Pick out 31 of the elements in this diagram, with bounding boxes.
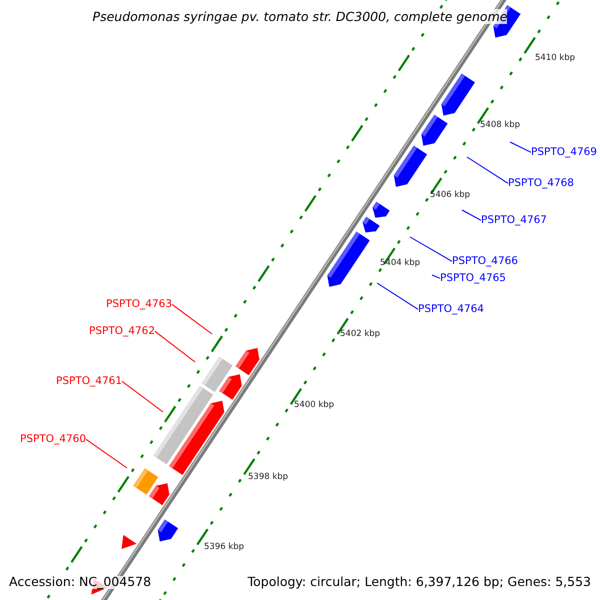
gene-label: PSPTO_4763 <box>106 299 172 310</box>
gene-label: PSPTO_4769 <box>531 147 597 158</box>
gene-label: PSPTO_4767 <box>481 215 547 226</box>
scale-label: 5406 kbp <box>430 191 470 200</box>
scale-label: 5402 kbp <box>340 330 380 338</box>
scale-label: 5404 kbp <box>380 259 420 268</box>
footer-text: Accession: NC_004578 <box>9 576 152 588</box>
footer-text: Topology: circular; Length: 6,397,126 bp; Genes: 5,553 <box>248 576 591 588</box>
gene-label: PSPTO_4762 <box>89 326 155 336</box>
scale-label: 5410 kbp <box>535 54 576 62</box>
diagram-title: Pseudomonas syringae pv. tomato str. DC3000, complete genome <box>92 9 508 24</box>
leader-line <box>432 274 440 279</box>
gene-label: PSPTO_4768 <box>508 178 574 188</box>
leader-line <box>466 156 508 184</box>
scale-label: 5398 kbp <box>248 473 288 482</box>
gene-label: PSPTO_4765 <box>440 273 506 284</box>
leader-line <box>462 210 482 221</box>
scale-label: 5400 kbp <box>294 401 334 410</box>
leader-line <box>154 330 196 362</box>
gene-label: PSPTO_4764 <box>418 304 484 314</box>
gene-label: PSPTO_4766 <box>452 256 518 266</box>
leader-line <box>122 380 164 412</box>
scale-label: 5408 kbp <box>480 121 520 130</box>
leader-line <box>376 282 418 310</box>
leader-line <box>410 236 452 262</box>
scale-label: 5396 kbp <box>204 543 244 552</box>
gene-label: PSPTO_4760 <box>20 434 86 444</box>
leader-line <box>86 438 128 468</box>
gene-label: PSPTO_4761 <box>56 376 122 386</box>
leader-line <box>172 304 212 334</box>
leader-line <box>510 142 532 153</box>
